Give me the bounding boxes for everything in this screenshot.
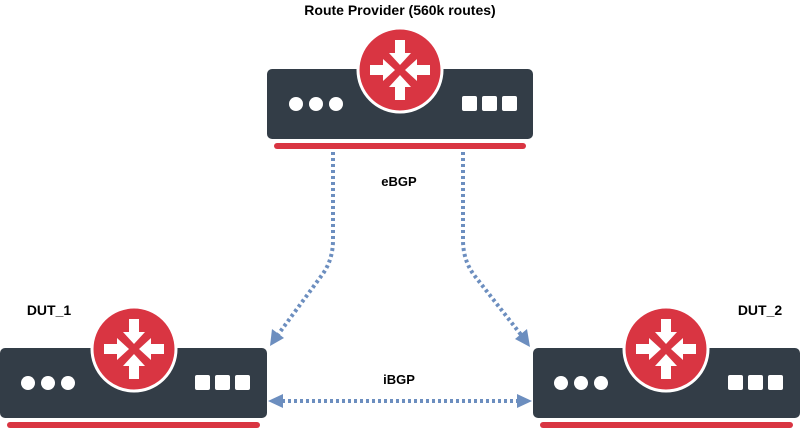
ebgp-link-dut2-arrowhead — [515, 329, 530, 347]
port-squares — [728, 375, 783, 390]
dut2-label: DUT_2 — [738, 302, 783, 318]
ebgp-link-dut1[interactable] — [275, 152, 335, 338]
status-dots — [21, 376, 75, 390]
port-squares — [195, 375, 250, 390]
device-underline — [274, 143, 526, 149]
route-provider-label: Route Provider (560k routes) — [304, 2, 495, 18]
port-squares — [462, 96, 517, 111]
ebgp-link-dut2[interactable] — [461, 152, 524, 338]
router-arrows-icon — [90, 305, 178, 393]
dut1-label: DUT_1 — [27, 302, 72, 318]
device-underline — [7, 422, 260, 428]
ibgp-link-arrowhead-right — [517, 394, 532, 408]
dut2-device[interactable] — [533, 305, 800, 428]
ibgp-label: iBGP — [383, 372, 415, 387]
link-layer — [268, 152, 532, 408]
ibgp-link-arrowhead-left — [268, 394, 283, 408]
router-arrows-icon — [356, 26, 444, 114]
status-dots — [289, 97, 343, 111]
device-underline — [540, 422, 793, 428]
router-arrows-icon — [622, 305, 710, 393]
dut1-device[interactable] — [0, 305, 267, 428]
route-provider-device[interactable] — [267, 26, 533, 149]
status-dots — [554, 376, 608, 390]
ebgp-label: eBGP — [381, 174, 417, 189]
ebgp-link-dut1-arrowhead — [270, 329, 284, 346]
